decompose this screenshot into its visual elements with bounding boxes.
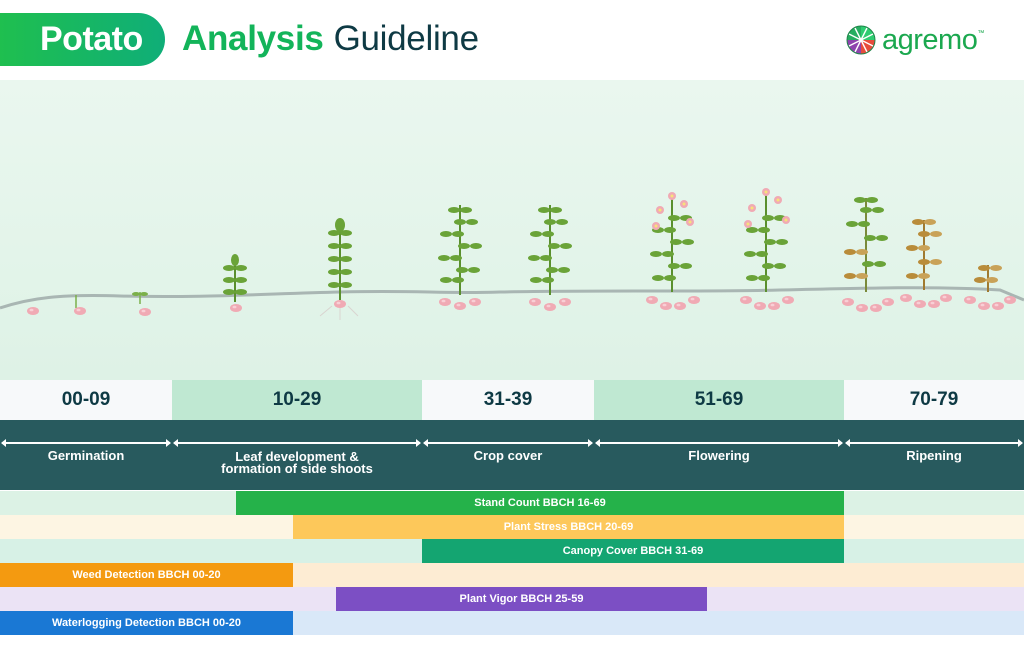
agremo-logo: agremo ™	[846, 24, 984, 56]
bbch-cell: 10-29	[172, 380, 422, 420]
plant-ripening	[842, 197, 1016, 312]
analysis-bar-plant-stress[interactable]: Plant Stress BBCH 20-69	[293, 515, 844, 539]
analysis-track-stand-count: Stand Count BBCH 16-69	[0, 491, 1024, 515]
soil-line	[0, 286, 1024, 310]
analysis-bar-label: Weed Detection BBCH 00-20	[72, 569, 221, 581]
plant-leaf-development	[223, 218, 359, 320]
bbch-label: 51-69	[694, 389, 744, 410]
title-pill-text: Potato	[40, 20, 143, 58]
bbch-label: 10-29	[272, 389, 322, 410]
plant-crop-cover	[438, 205, 572, 311]
bbch-cell: 31-39	[422, 380, 594, 420]
stage-crop-cover: Crop cover	[422, 420, 594, 490]
analysis-bar-waterlogging[interactable]: Waterlogging Detection BBCH 00-20	[0, 611, 293, 635]
bbch-label: 00-09	[61, 389, 111, 410]
title-main: Guideline	[333, 19, 479, 58]
analysis-track-weed-detection: Weed Detection BBCH 00-20	[0, 563, 1024, 587]
analysis-bar-plant-vigor[interactable]: Plant Vigor BBCH 25-59	[336, 587, 707, 611]
growth-illustration	[0, 80, 1024, 380]
plant-germination	[27, 292, 151, 316]
growth-scene	[0, 188, 1024, 320]
stage-label: Ripening	[906, 448, 962, 463]
analysis-track-plant-vigor: Plant Vigor BBCH 25-59	[0, 587, 1024, 611]
stage-germination: Germination	[0, 420, 172, 490]
analysis-bar-label: Plant Vigor BBCH 25-59	[459, 593, 584, 605]
growth-stages-band: Germination Leaf development & formation…	[0, 420, 1024, 490]
title-accent: Analysis	[182, 19, 324, 58]
bbch-cell: 70-79	[844, 380, 1024, 420]
analysis-track-waterlogging: Waterlogging Detection BBCH 00-20	[0, 611, 1024, 635]
analysis-bar-label: Waterlogging Detection BBCH 00-20	[51, 617, 242, 629]
bbch-row: 00-09 10-29 31-39 51-69 70-79	[0, 380, 1024, 420]
logo-text: agremo	[882, 23, 978, 56]
analysis-bar-label: Stand Count BBCH 16-69	[474, 497, 606, 509]
stage-ripening: Ripening	[844, 420, 1024, 490]
agremo-globe-icon	[846, 25, 876, 55]
stage-label: Flowering	[688, 448, 750, 463]
bbch-label: 70-79	[909, 389, 959, 410]
title-pill: Potato	[0, 13, 165, 66]
logo-tm: ™	[977, 30, 985, 37]
analysis-bar-weed-detection[interactable]: Weed Detection BBCH 00-20	[0, 563, 293, 587]
bbch-cell: 00-09	[0, 380, 172, 420]
stage-span-arrow	[423, 439, 593, 447]
stage-span-arrow	[845, 439, 1023, 447]
stage-leaf-development: Leaf development & formation of side sho…	[172, 420, 422, 490]
bbch-cell: 51-69	[594, 380, 844, 420]
analysis-bar-label: Canopy Cover BBCH 31-69	[562, 545, 704, 557]
stage-flowering: Flowering	[594, 420, 844, 490]
stage-label: Leaf development & formation of side sho…	[221, 449, 373, 476]
analysis-track-canopy-cover: Canopy Cover BBCH 31-69	[0, 539, 1024, 563]
analysis-bar-stand-count[interactable]: Stand Count BBCH 16-69	[236, 491, 844, 515]
analysis-track-plant-stress: Plant Stress BBCH 20-69	[0, 515, 1024, 539]
analysis-bar-label: Plant Stress BBCH 20-69	[503, 521, 634, 533]
page-title: Analysis Guideline	[182, 16, 479, 62]
stage-span-arrow	[1, 439, 171, 447]
stage-label: Crop cover	[473, 448, 543, 463]
bbch-label: 31-39	[483, 389, 533, 410]
stage-label: Germination	[47, 448, 125, 463]
analysis-bar-canopy-cover[interactable]: Canopy Cover BBCH 31-69	[422, 539, 844, 563]
stage-span-arrow	[173, 439, 421, 447]
stage-span-arrow	[595, 439, 843, 447]
plant-flowering	[646, 188, 794, 310]
